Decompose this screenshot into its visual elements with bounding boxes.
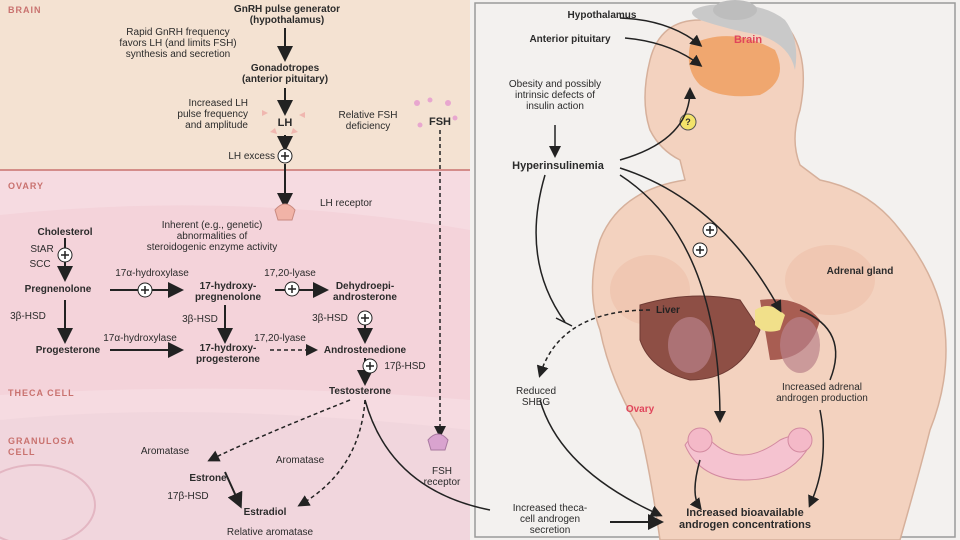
right-arrows	[535, 17, 837, 517]
region-ovary: OVARY	[8, 181, 45, 191]
fsh-label: FSH	[429, 116, 451, 128]
estradiol-label: Estradiol	[243, 507, 287, 518]
aromatase-a-label: Aromatase	[140, 446, 190, 457]
region-theca: THECA CELL	[8, 388, 75, 398]
left-kidney	[668, 317, 712, 373]
bioavailable-label: Increased bioavailable androgen concentr…	[678, 507, 812, 531]
hair	[692, 4, 797, 70]
relative-aromatase-label: Relative aromatase	[226, 527, 314, 538]
aromatase-b-label: Aromatase	[275, 455, 325, 466]
lyase-top-label: 17,20-lyase	[264, 268, 316, 279]
obesity-label: Obesity and possibly intrinsic defects o…	[508, 79, 602, 112]
androstenedione-label: Androstenedione	[323, 345, 407, 356]
liver-to-shbg	[536, 309, 651, 378]
dhea-label: Dehydroepi- androsterone	[333, 281, 397, 303]
granulosa-nucleus	[0, 464, 96, 540]
ovary-label: Ovary	[625, 404, 655, 415]
granulosa-cell	[0, 412, 470, 540]
fsh-receptor-label: FSH receptor	[423, 466, 461, 488]
pregnenolone-label: Pregnenolone	[24, 284, 92, 295]
uterus	[684, 435, 811, 481]
theca-secretion-label: Increased theca- cell androgen secretion	[512, 503, 588, 536]
hydroxylase-bottom-label: 17α-hydroxylase	[103, 333, 177, 344]
inherent-label: Inherent (e.g., genetic) abnormalities o…	[146, 220, 278, 253]
relative-fsh-label: Relative FSH deficiency	[338, 110, 398, 132]
left-dashed-arrows	[207, 130, 446, 507]
lh-label: LH	[277, 117, 293, 129]
brain-organ	[688, 36, 780, 97]
rapid-gnrh-label: Rapid GnRH frequency favors LH (and limi…	[119, 27, 237, 60]
reduced-shbg-label: Reduced SHBG	[515, 386, 557, 408]
right-breast	[785, 245, 875, 315]
hsd-a-label: 3β-HSD	[10, 311, 46, 322]
hyperinsulinemia-label: Hyperinsulinemia	[512, 160, 604, 172]
lyase-bottom-label: 17,20-lyase	[254, 333, 306, 344]
region-granulosa: GRANULOSA CELL	[8, 436, 75, 457]
lh-molecules	[262, 110, 305, 134]
fsh-molecules	[414, 97, 458, 128]
theca-cell	[0, 205, 470, 400]
region-brain: BRAIN	[8, 5, 42, 15]
lh-receptor-shape	[274, 203, 296, 221]
hsd-b-label: 3β-HSD	[182, 314, 218, 325]
brain-panel	[0, 0, 470, 170]
hair-bun	[713, 0, 757, 20]
right-ovary	[787, 427, 813, 453]
increased-adrenal-label: Increased adrenal androgen production	[776, 382, 868, 404]
progesterone-label: Progesterone	[35, 345, 101, 356]
hsd-c-label: 3β-HSD	[312, 313, 348, 324]
hsd17-a-label: 17β-HSD	[384, 361, 426, 372]
estrone-label: Estrone	[189, 473, 227, 484]
star-label: StAR	[30, 244, 54, 255]
hydroxylase-top-label: 17α-hydroxylase	[115, 268, 189, 279]
anterior-pituitary-label: Anterior pituitary	[529, 34, 611, 45]
brain-label: Brain	[733, 34, 763, 46]
question-mark: ?	[685, 117, 691, 127]
hypothalamus-label: Hypothalamus	[567, 10, 637, 21]
scc-label: SCC	[29, 259, 51, 270]
left-ovary	[687, 427, 713, 453]
gnrh-label: GnRH pulse generator (hypothalamus)	[233, 4, 341, 26]
liver-label: Liver	[656, 305, 680, 316]
oh-progesterone-label: 17-hydroxy- progesterone	[196, 343, 260, 365]
gonadotropes-label: Gonadotropes (anterior pituitary)	[241, 63, 329, 85]
increased-lh-label: Increased LH pulse frequency and amplitu…	[177, 98, 248, 131]
cholesterol-label: Cholesterol	[37, 227, 93, 238]
lh-receptor-label: LH receptor	[320, 198, 373, 209]
plus-nodes	[57, 148, 718, 374]
adrenal-gland-label: Adrenal gland	[826, 266, 894, 277]
hsd17-b-label: 17β-HSD	[167, 491, 209, 502]
testosterone-label: Testosterone	[328, 386, 392, 397]
right-kidney	[780, 317, 820, 373]
oh-pregnenolone-label: 17-hydroxy- pregnenolone	[194, 281, 262, 303]
fsh-receptor-shape	[427, 433, 449, 451]
lh-excess-label: LH excess	[228, 151, 275, 162]
testosterone-to-theca	[364, 399, 491, 511]
